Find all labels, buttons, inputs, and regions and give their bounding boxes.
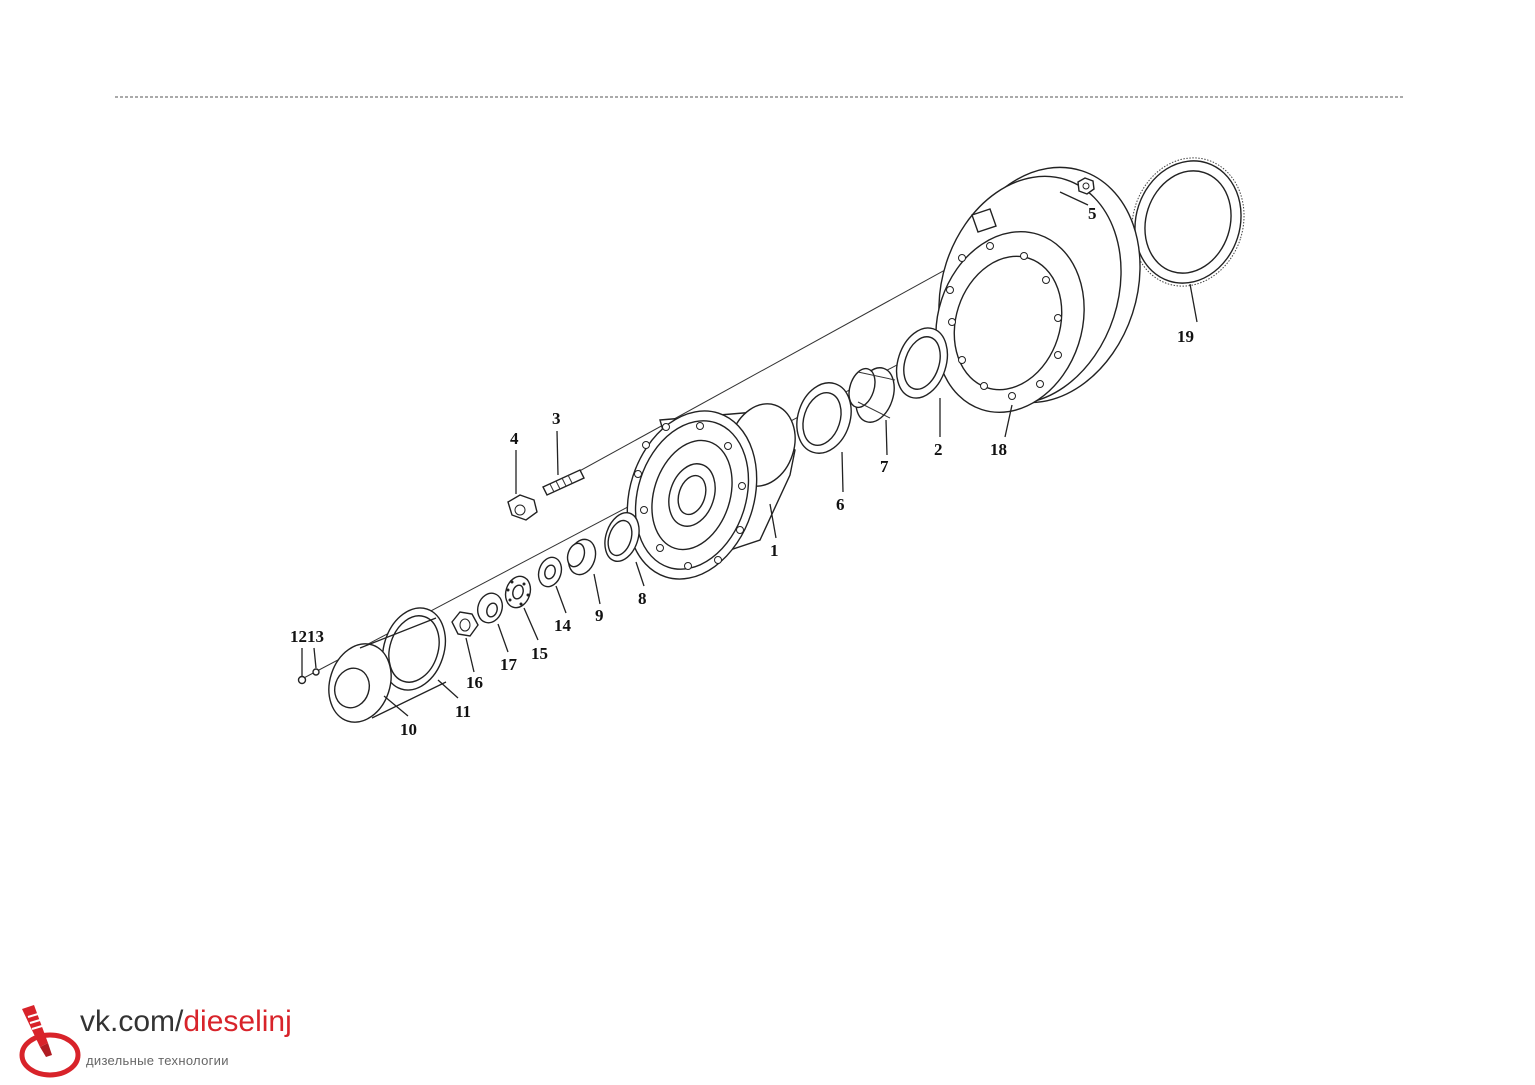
- cap-bolt: [297, 668, 320, 685]
- label-11: 11: [455, 702, 471, 721]
- hub-cap: [328, 617, 447, 723]
- label-18: 18: [990, 440, 1007, 459]
- thrust-washer: [537, 556, 563, 588]
- label-6: 6: [836, 495, 845, 514]
- label-8: 8: [638, 589, 647, 608]
- assembly-axis-upper: [544, 247, 986, 491]
- label-9: 9: [595, 606, 604, 625]
- label-1: 1: [770, 541, 779, 560]
- label-19: 19: [1177, 327, 1194, 346]
- label-15: 15: [531, 644, 548, 663]
- watermark-url-prefix: vk.com/: [80, 1005, 184, 1038]
- inner-bearing-cup: [796, 382, 852, 454]
- watermark: vk.com/dieselinj дизельные технологии: [14, 1003, 314, 1079]
- hub-nut: [451, 611, 479, 637]
- brake-drum: [935, 166, 1141, 413]
- spacer-washer: [476, 592, 504, 624]
- label-7: 7: [880, 457, 889, 476]
- part-labels: 1 2 3 4 5 6 7 8 9 10 11 1213 14 15 16 17…: [290, 204, 1194, 739]
- outer-bearing-cup: [604, 512, 640, 562]
- label-4: 4: [510, 429, 519, 448]
- label-3: 3: [552, 409, 561, 428]
- wheel-nut: [507, 494, 538, 521]
- lock-washer: [504, 575, 532, 609]
- leader-lines: [301, 191, 1198, 717]
- injector-logo-icon: [19, 1005, 81, 1078]
- watermark-url-name: dieselinj: [183, 1005, 292, 1038]
- label-16: 16: [466, 673, 483, 692]
- outer-bearing: [566, 538, 597, 576]
- inner-bearing: [848, 367, 896, 423]
- wheel-hub: [626, 403, 796, 580]
- label-12-13: 1213: [290, 627, 324, 646]
- label-5: 5: [1088, 204, 1097, 223]
- label-2: 2: [934, 440, 943, 459]
- label-14: 14: [554, 616, 572, 635]
- label-10: 10: [400, 720, 417, 739]
- label-17: 17: [500, 655, 518, 674]
- watermark-url: vk.com/dieselinj: [80, 1005, 292, 1039]
- wheel-stud: [542, 469, 585, 496]
- brake-ring: [1131, 157, 1245, 287]
- watermark-subtitle: дизельные технологии: [86, 1053, 229, 1068]
- oil-seal: [895, 327, 949, 399]
- hub-cap-gasket: [381, 607, 447, 691]
- drum-nut: [1077, 177, 1095, 195]
